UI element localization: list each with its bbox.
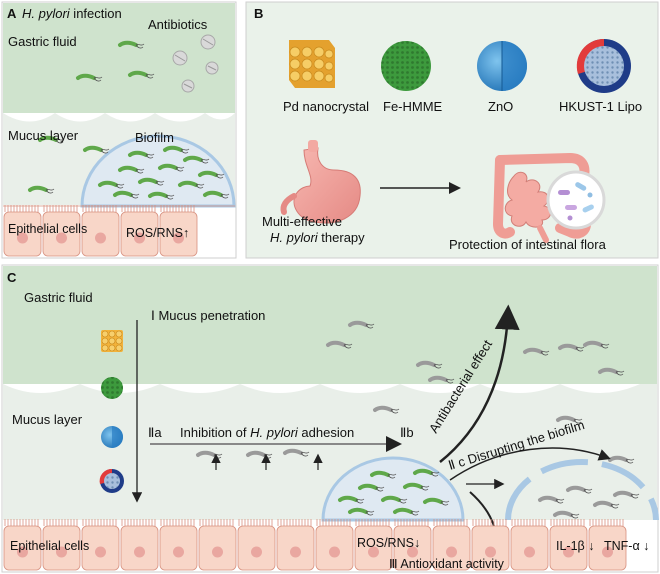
cell-nucleus	[602, 546, 613, 558]
cell-nucleus	[17, 232, 28, 244]
step-2a-rest: adhesion	[298, 425, 354, 440]
biofilm-label: Biofilm	[135, 130, 174, 145]
cell-nucleus	[485, 546, 496, 558]
panel-b: B Pd nanocrystal Fe-H	[245, 1, 659, 259]
pd-nanocrystal-icon	[289, 40, 335, 88]
mucus-layer-region-c	[3, 384, 657, 520]
zno-icon-c	[101, 426, 123, 448]
therapy-line-1: Multi-effective	[262, 214, 342, 229]
panel-a-label: A	[7, 6, 17, 21]
mucus-penetration-label: Ⅰ Mucus penetration	[151, 308, 265, 323]
cell-nucleus	[368, 546, 379, 558]
up-arrows-adhesion	[211, 453, 323, 470]
panel-a: A H. pylori infection Gastric fluid Anti…	[1, 1, 237, 259]
disrupting-biofilm-arrow	[449, 447, 611, 481]
cell-nucleus	[563, 546, 574, 558]
material-name-pd: Pd nanocrystal	[283, 99, 369, 114]
cell-nucleus	[524, 546, 535, 558]
intestinal-flora-magnifier-icon	[546, 170, 606, 230]
ros-rns-label-c: ROS/RNS↓	[357, 536, 420, 550]
hkust-lipo-icon	[576, 38, 631, 93]
svg-text:H. pylori infection: H. pylori infection	[22, 6, 122, 21]
epithelial-cells-label-a: Epithelial cells	[8, 222, 87, 236]
gastric-fluid-region-c	[3, 266, 657, 384]
svg-text:Inhibition of H. pylori adhesi: Inhibition of H. pylori adhesion	[180, 425, 354, 440]
fe-hmme-icon	[381, 41, 431, 91]
disrupted-biofilm-dome	[505, 459, 659, 521]
step-2a-text: Inhibition of	[180, 425, 250, 440]
therapy-rest: therapy	[318, 230, 365, 245]
therapy-italic: H. pylori	[270, 230, 319, 245]
step-2a-italic: H. pylori	[250, 425, 299, 440]
epithelial-cells-a	[3, 205, 235, 257]
cell-nucleus	[212, 546, 223, 558]
cell-nucleus	[95, 546, 106, 558]
hkust-lipo-icon-c	[99, 468, 124, 493]
gastric-fluid-region-a	[3, 3, 235, 113]
cell-nucleus	[329, 546, 340, 558]
mucus-layer-label-c: Mucus layer	[12, 412, 83, 427]
material-name-fe-hmme: Fe-HMME	[383, 99, 443, 114]
antioxidant-activity-label: Ⅲ Antioxidant activity	[389, 557, 505, 571]
epithelial-cells-label-c: Epithelial cells	[10, 539, 89, 553]
epithelial-cells-c	[3, 519, 627, 571]
cell-nucleus	[17, 546, 28, 558]
cell-nucleus	[407, 546, 418, 558]
mucus-layer-label-a: Mucus layer	[8, 128, 79, 143]
cell-nucleus	[446, 546, 457, 558]
cell-nucleus	[56, 232, 67, 244]
svg-text:H. pylori therapy: H. pylori therapy	[270, 230, 365, 245]
cell-nucleus	[173, 232, 184, 244]
infection-italic: H. pylori	[22, 6, 71, 21]
panel-c-label: C	[7, 270, 17, 285]
biofilm-dome-a	[80, 134, 236, 208]
cell-nucleus	[290, 546, 301, 558]
panel-c: C Gastric fluid Ⅰ Mucus penetration Mucu…	[1, 264, 659, 573]
cell-nucleus	[56, 546, 67, 558]
material-name-hkust: HKUST-1 Lipo	[559, 99, 642, 114]
fe-hmme-icon-c	[101, 377, 123, 399]
panel-b-label: B	[254, 6, 263, 21]
antibiotic-pills	[172, 34, 219, 93]
step-2b-label: Ⅱb	[400, 425, 414, 440]
zno-icon	[477, 41, 527, 91]
infection-rest: infection	[70, 6, 122, 21]
cell-nucleus	[134, 232, 145, 244]
gastric-fluid-label-c: Gastric fluid	[24, 290, 93, 305]
step-2a-number: Ⅱa	[148, 425, 162, 440]
antibacterial-effect-arrow	[439, 304, 520, 463]
il1b-label: IL-1β ↓	[556, 539, 594, 553]
cell-nucleus	[134, 546, 145, 558]
cell-nucleus	[95, 232, 106, 244]
ros-rns-label-a: ROS/RNS↑	[126, 226, 189, 240]
pd-nanocrystal-icon-c	[100, 329, 124, 353]
antibiotics-label: Antibiotics	[148, 17, 208, 32]
cell-nucleus	[173, 546, 184, 558]
stomach-icon	[280, 140, 361, 224]
cell-nucleus	[251, 546, 262, 558]
tnfa-label: TNF-α ↓	[604, 539, 649, 553]
material-name-zno: ZnO	[488, 99, 513, 114]
protection-label: Protection of intestinal flora	[449, 237, 607, 252]
gastric-fluid-label-a: Gastric fluid	[8, 34, 77, 49]
